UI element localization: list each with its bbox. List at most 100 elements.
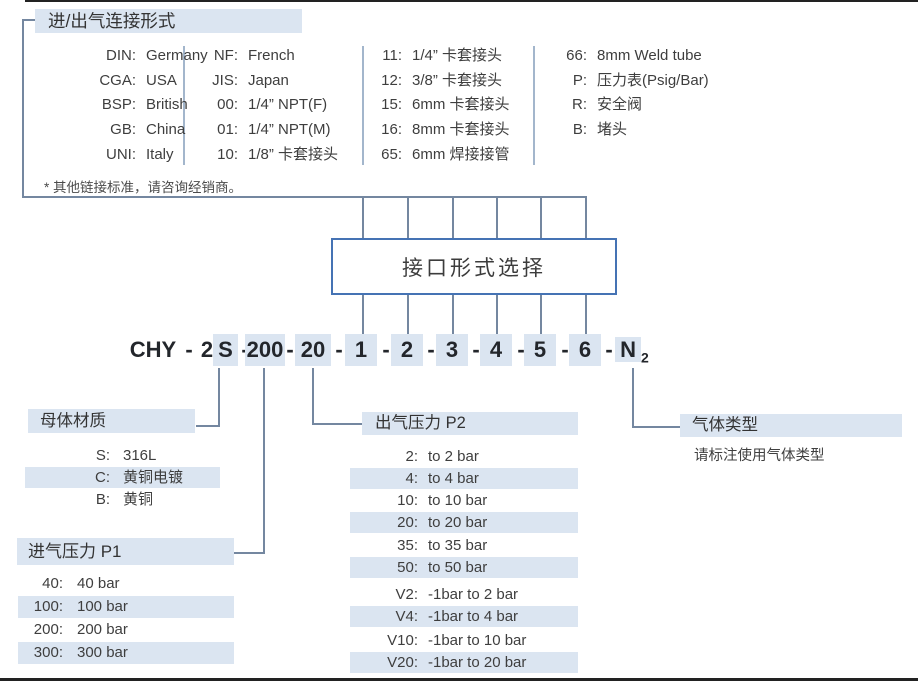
interface-selection-box: 接口形式选择 — [331, 238, 617, 295]
connector-line — [312, 368, 314, 424]
code-dash: - — [335, 337, 343, 362]
connector-line — [540, 197, 542, 238]
connector-line — [22, 196, 587, 198]
connector-line — [263, 368, 265, 553]
list-item: S:316L — [25, 445, 220, 466]
table-row: 01: 1/4” NPT(M) — [200, 118, 338, 143]
row-code: BSP: — [101, 96, 136, 114]
row-code: 15: — [381, 96, 402, 114]
row-code: 40: — [42, 575, 63, 592]
row-code: 10: — [397, 492, 418, 509]
row-value: to 4 bar — [428, 470, 479, 487]
connection-type-header: 进/出气连接形式 — [35, 9, 302, 33]
list-item: 200:200 bar — [18, 619, 234, 641]
code-dash: - — [286, 337, 294, 362]
list-item: V10:-1bar to 10 bar — [350, 630, 578, 651]
bracket-line — [22, 19, 35, 21]
code-segment: 3 — [436, 334, 468, 366]
table-row: CGA:USA — [48, 69, 208, 94]
row-value: 黄铜 — [123, 491, 154, 508]
row-value: Italy — [146, 145, 174, 163]
code-dash: - — [382, 337, 390, 362]
table-row: 16:8mm 卡套接头 — [372, 118, 509, 143]
row-code: 11: — [382, 47, 402, 64]
table-row: P: 压力表(Psig/Bar) — [545, 69, 709, 94]
table-row: UNI:Italy — [48, 143, 208, 168]
row-code: B: — [95, 491, 110, 508]
footnote: * 其他链接标准，请咨询经销商。 — [44, 180, 243, 195]
row-value: 300 bar — [77, 644, 128, 661]
list-item: 2:to 2 bar — [350, 446, 578, 467]
list-item: 10: to 10 bar — [350, 490, 578, 511]
list-item: C: 黄铜电镀 — [25, 467, 220, 488]
material-options-list: S:316L C: 黄铜电镀 B: 黄铜 — [25, 445, 220, 510]
code-segment: 5 — [524, 334, 556, 366]
row-code: 10: — [217, 145, 238, 163]
list-item: 50:to 50 bar — [350, 557, 578, 578]
table-row: NF:French — [200, 44, 338, 69]
row-value: 1/4” NPT(F) — [248, 96, 328, 114]
row-code: 16: — [381, 121, 402, 139]
list-item: V4: -1bar to 4 bar — [350, 606, 578, 627]
row-value: 1/8” 卡套接头 — [248, 145, 339, 163]
row-value: to 20 bar — [428, 514, 488, 531]
connector-line — [632, 368, 634, 427]
row-value: 1/4” NPT(M) — [248, 121, 331, 139]
connector-line — [407, 295, 409, 334]
row-value: China — [146, 121, 186, 139]
model-code: CHY-2S-200-20-1-2-3-4-5-6-N2 — [0, 334, 918, 366]
row-code: CGA: — [99, 71, 136, 89]
code-subscript: 2 — [641, 349, 649, 366]
table-row: JIS:Japan — [200, 69, 338, 94]
row-value: 压力表(Psig/Bar) — [597, 71, 709, 89]
connector-line — [496, 197, 498, 238]
row-code: P: — [572, 71, 587, 89]
column-divider — [183, 46, 185, 165]
connector-line — [585, 295, 587, 334]
column-divider — [362, 46, 364, 165]
row-value: 40 bar — [77, 575, 120, 592]
row-code: V4: — [395, 608, 418, 625]
list-item: 100:100 bar — [18, 596, 234, 618]
row-value: 堵头 — [597, 121, 628, 139]
row-code: 35: — [397, 537, 418, 554]
row-value: to 10 bar — [428, 492, 488, 509]
gas-type-section-header: 气体类型 — [680, 414, 902, 437]
connector-line — [585, 197, 587, 238]
code-dash: - — [472, 337, 480, 362]
row-code: 12: — [381, 71, 402, 89]
row-value: -1bar to 4 bar — [428, 608, 519, 625]
row-code: V20: — [387, 654, 418, 671]
row-code: C: — [95, 469, 110, 486]
outlet-pressure-section-header: 出气压力 P2 — [362, 412, 578, 435]
row-code: GB: — [110, 121, 136, 139]
connector-line — [234, 552, 265, 554]
row-code: 4: — [405, 470, 418, 487]
code-dash: - — [185, 337, 193, 362]
row-code: 01: — [217, 121, 238, 139]
row-value: 3/8” 卡套接头 — [412, 71, 503, 89]
row-value: 1/4” 卡套接头 — [412, 47, 503, 64]
table-row: 00: 1/4” NPT(F) — [200, 93, 338, 118]
table-row: 65:6mm 焊接接管 — [372, 143, 509, 168]
code-segment: CHY — [129, 337, 177, 362]
code-dash: - — [561, 337, 569, 362]
row-value: 316L — [123, 447, 157, 464]
list-item: 35:to 35 bar — [350, 535, 578, 556]
row-value: -1bar to 2 bar — [428, 586, 519, 603]
row-code: 00: — [217, 96, 238, 114]
row-code: 200: — [33, 621, 63, 638]
table-row: R:安全阀 — [545, 93, 709, 118]
code-dash: - — [240, 334, 250, 366]
row-value: 6mm 卡套接头 — [412, 96, 510, 114]
connector-line — [312, 423, 363, 425]
row-value: 黄铜电镀 — [123, 469, 184, 486]
page-top-edge-line — [25, 0, 918, 2]
connector-line — [362, 295, 364, 334]
row-value: Japan — [248, 71, 289, 89]
connector-line — [362, 197, 364, 238]
table-row: 10: 1/8” 卡套接头 — [200, 143, 338, 168]
connector-line — [407, 197, 409, 238]
